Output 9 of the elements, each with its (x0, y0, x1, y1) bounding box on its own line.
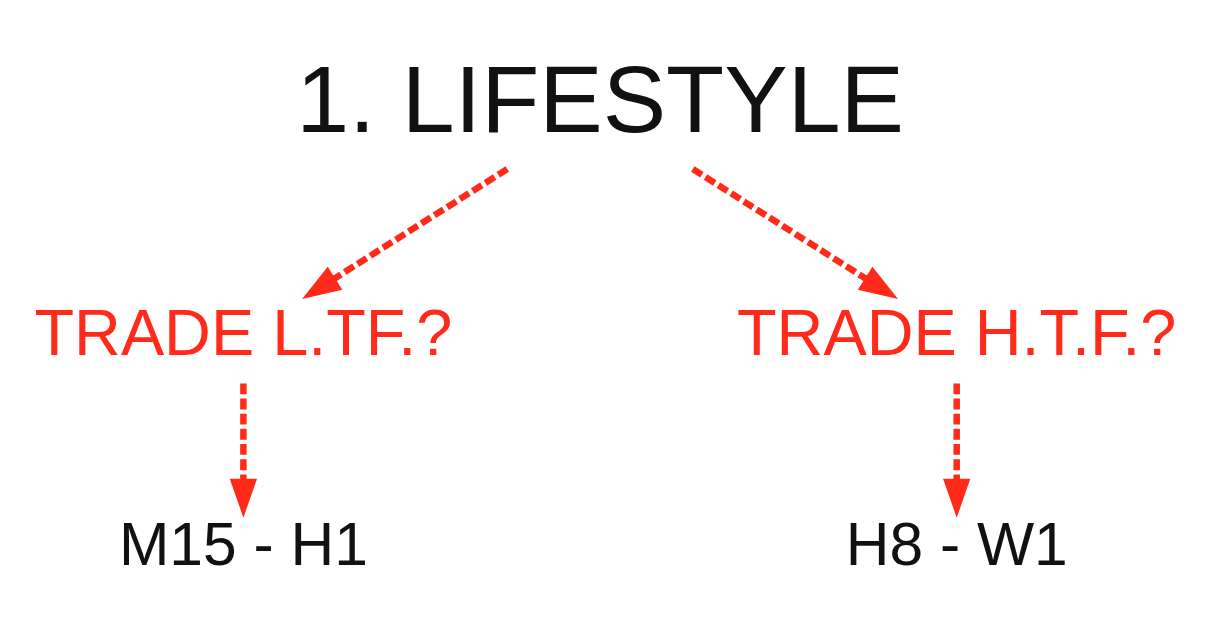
arrow (229, 383, 258, 518)
arrow (691, 166, 899, 300)
node-text: TRADE L.TF.? (34, 295, 453, 369)
node-text: TRADE H.T.F.? (736, 295, 1177, 369)
node-text: 1. LIFESTYLE (296, 46, 904, 153)
arrow (943, 383, 971, 518)
arrow (302, 166, 509, 300)
node-text: M15 - H1 (118, 510, 368, 579)
node-text: H8 - W1 (845, 510, 1068, 579)
